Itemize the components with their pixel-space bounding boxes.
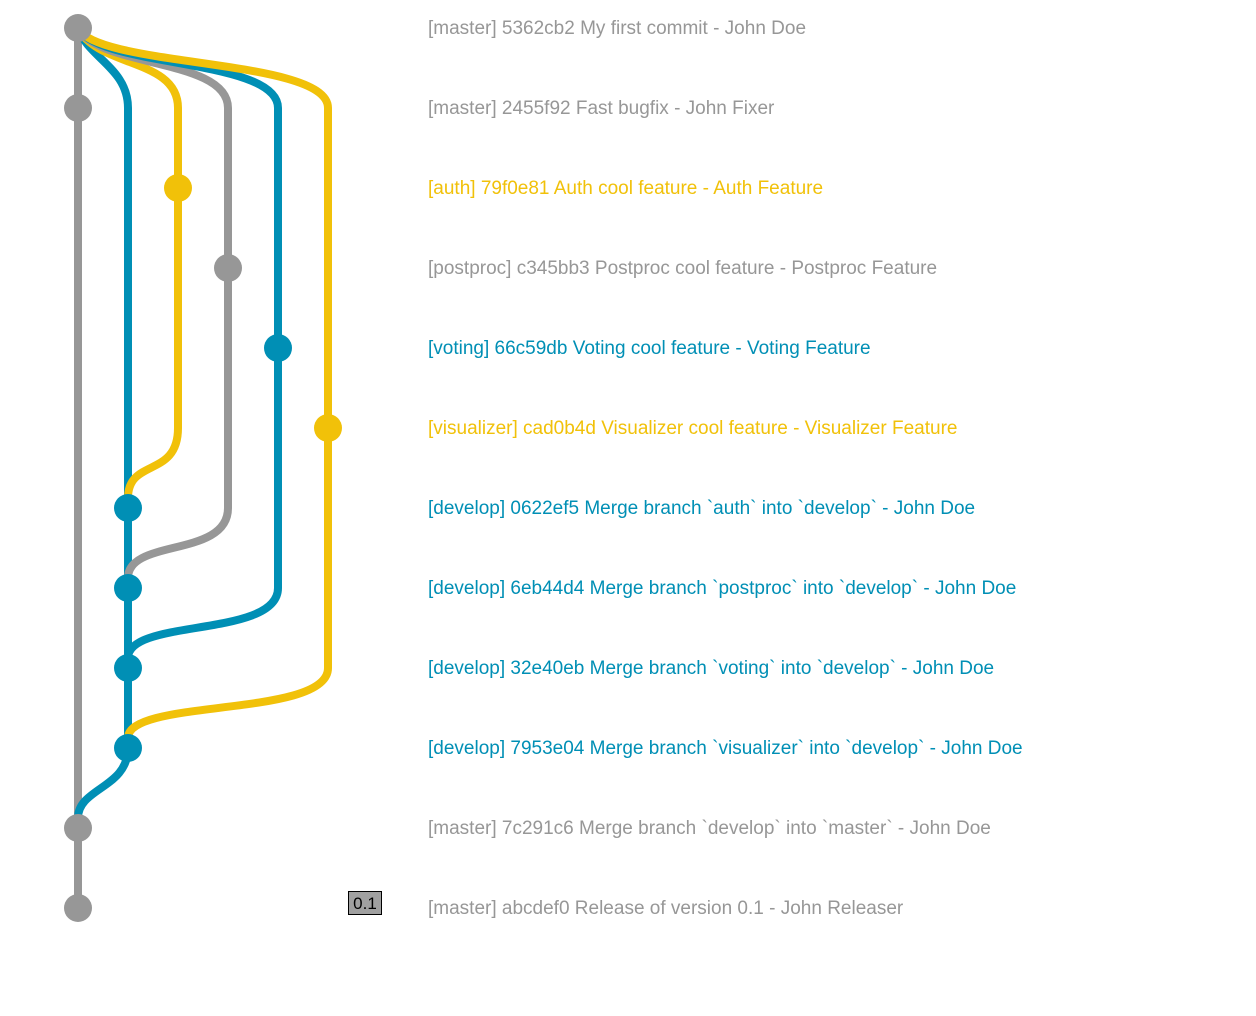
develop-branch-line [74,24,132,752]
commit-label: [auth] 79f0e81 Auth cool feature - Auth … [428,178,823,199]
commit-dot[interactable] [314,414,342,442]
commit-dot[interactable] [114,494,142,522]
commit-labels: [master] 5362cb2 My first commit - John … [428,18,1023,919]
commit-dot[interactable] [114,654,142,682]
version-tag: 0.1 [348,891,382,915]
commit-label: [master] 5362cb2 My first commit - John … [428,18,806,39]
commit-label: [master] abcdef0 Release of version 0.1 … [428,898,904,919]
visualizer-branch-line [74,24,332,742]
commit-dots [64,14,342,922]
commit-label: [master] 2455f92 Fast bugfix - John Fixe… [428,98,775,119]
commit-dot[interactable] [214,254,242,282]
commit-dot[interactable] [64,894,92,922]
commit-dot[interactable] [64,14,92,42]
commit-label: [master] 7c291c6 Merge branch `develop` … [428,818,991,839]
postproc-branch-line [74,24,232,582]
commit-label: [develop] 0622ef5 Merge branch `auth` in… [428,498,975,519]
commit-dot[interactable] [64,814,92,842]
commit-dot[interactable] [114,734,142,762]
branch-lines [74,24,332,912]
commit-dot[interactable] [164,174,192,202]
commit-dot[interactable] [264,334,292,362]
commit-label: [develop] 6eb44d4 Merge branch `postproc… [428,578,1016,599]
commit-label: [voting] 66c59db Voting cool feature - V… [428,338,871,359]
commit-label: [develop] 32e40eb Merge branch `voting` … [428,658,994,679]
commit-dot[interactable] [64,94,92,122]
commit-label: [visualizer] cad0b4d Visualizer cool fea… [428,418,957,439]
commit-dot[interactable] [114,574,142,602]
commit-label: [develop] 7953e04 Merge branch `visualiz… [428,738,1023,759]
commit-label: [postproc] c345bb3 Postproc cool feature… [428,258,937,279]
